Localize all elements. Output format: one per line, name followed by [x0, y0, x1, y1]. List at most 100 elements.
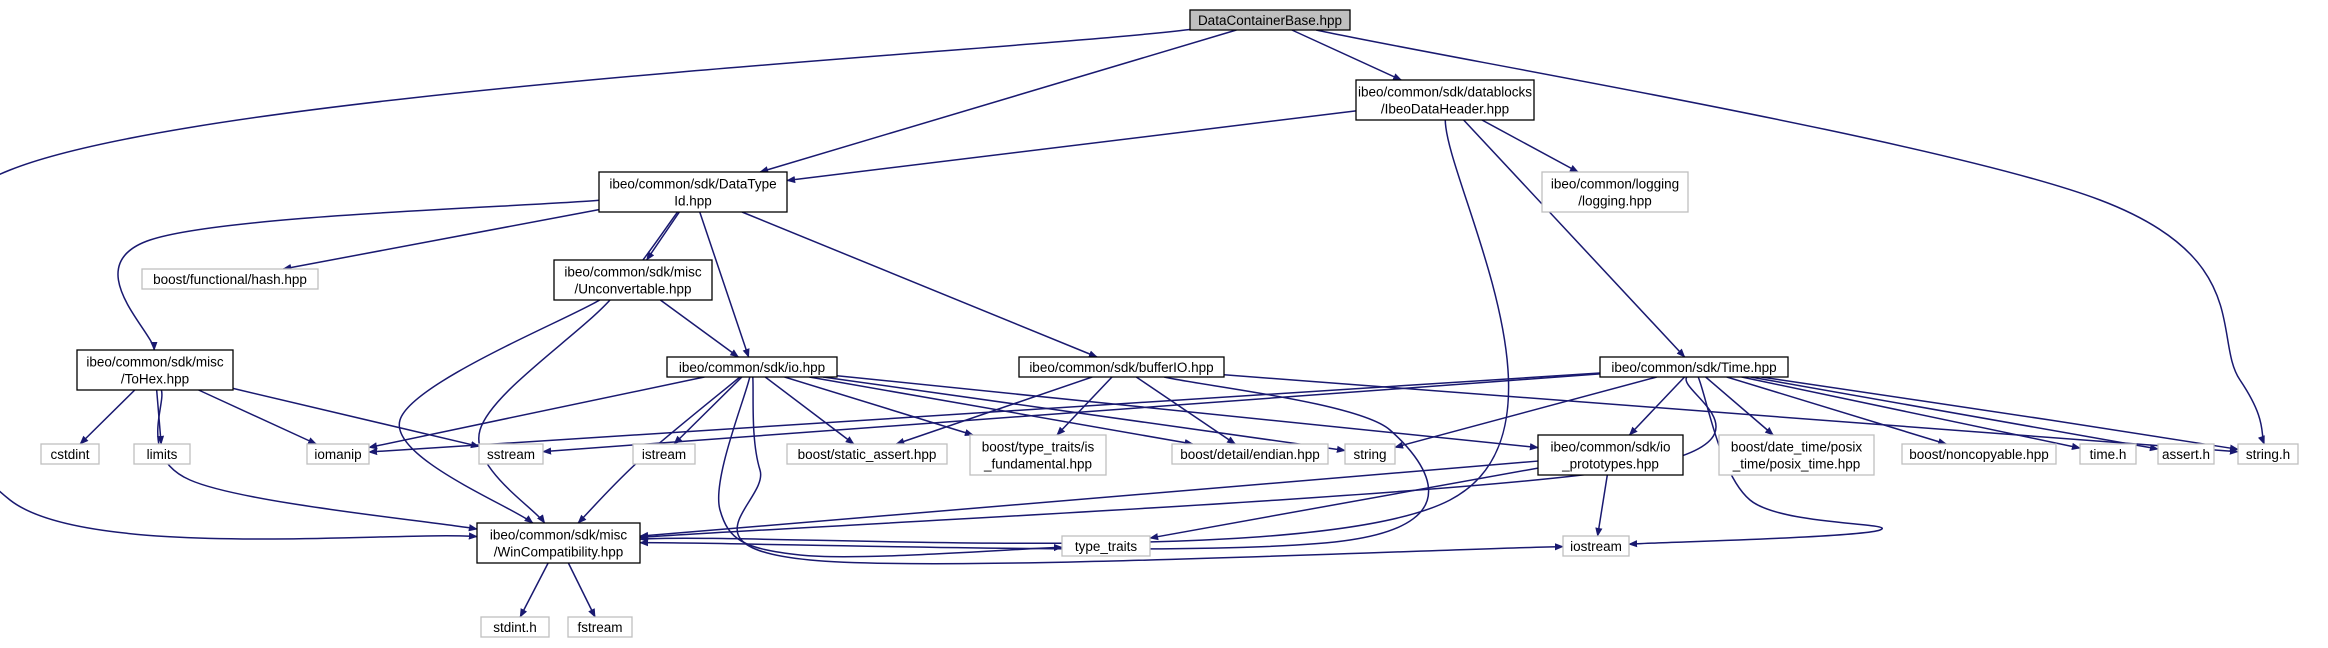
- edge-io-iomanip: [368, 376, 705, 450]
- node-label: boost/detail/endian.hpp: [1180, 447, 1320, 462]
- node-box: [598, 171, 788, 213]
- node-tt: type_traits: [1061, 535, 1151, 557]
- node-box: [1344, 443, 1396, 465]
- node-label: /WinCompatibility.hpp: [494, 545, 624, 560]
- node-label: _fundamental.hpp: [983, 457, 1092, 472]
- edge-time-timeh: [1741, 376, 2081, 450]
- node-box: [1189, 9, 1351, 31]
- node-bsa: boost/static_assert.hpp: [786, 443, 948, 465]
- node-box: [786, 443, 948, 465]
- node-box: [1171, 443, 1329, 465]
- edge-time-asserth: [1750, 376, 2159, 452]
- edge-time-sstream: [542, 373, 1601, 455]
- node-box: [2237, 443, 2299, 465]
- node-label: ibeo/common/sdk/misc: [564, 265, 702, 280]
- edge-tohex-wc: [156, 389, 478, 532]
- node-tohex[interactable]: ibeo/common/sdk/misc/ToHex.hpp: [76, 349, 234, 391]
- node-bufio[interactable]: ibeo/common/sdk/bufferIO.hpp: [1018, 356, 1225, 378]
- node-box: [306, 443, 370, 465]
- node-label: /logging.hpp: [1578, 194, 1652, 209]
- node-box: [553, 259, 713, 301]
- edge-idh-time: [1463, 119, 1686, 358]
- node-label: istream: [642, 447, 686, 462]
- node-timeh: time.h: [2079, 443, 2137, 465]
- node-bde: boost/detail/endian.hpp: [1171, 443, 1329, 465]
- edge-time-bnc: [1726, 376, 1948, 446]
- node-label: ibeo/common/sdk/datablocks: [1358, 85, 1532, 100]
- node-bnc: boost/noncopyable.hpp: [1901, 443, 2057, 465]
- node-box: [1537, 434, 1684, 476]
- node-label: iostream: [1570, 539, 1622, 554]
- node-label: limits: [147, 447, 178, 462]
- node-box: [40, 443, 100, 465]
- node-bfh: boost/functional/hash.hpp: [141, 268, 319, 290]
- node-box: [666, 356, 838, 378]
- node-box: [1562, 535, 1630, 557]
- node-box: [567, 616, 633, 638]
- edge-dcb-dti: [759, 29, 1237, 174]
- node-unc[interactable]: ibeo/common/sdk/misc/Unconvertable.hpp: [553, 259, 713, 301]
- node-time[interactable]: ibeo/common/sdk/Time.hpp: [1599, 356, 1789, 378]
- edge-unc-io: [659, 299, 740, 358]
- node-iomanip: iomanip: [306, 443, 370, 465]
- node-label: /Unconvertable.hpp: [574, 282, 691, 297]
- edge-time-wc: [639, 376, 1717, 541]
- edge-iop-iostream: [1595, 474, 1609, 537]
- node-label: ibeo/common/sdk/Time.hpp: [1611, 360, 1776, 375]
- edge-io-tt: [717, 376, 1063, 558]
- node-iostream: iostream: [1562, 535, 1630, 557]
- edge-io-bde: [809, 376, 1194, 447]
- node-label: _time/posix_time.hpp: [1732, 457, 1861, 472]
- node-box: [1061, 535, 1151, 557]
- edge-io-btt: [784, 376, 974, 437]
- edge-iop-tt: [1149, 467, 1539, 541]
- node-box: [632, 443, 696, 465]
- node-log: ibeo/common/logging/logging.hpp: [1541, 171, 1689, 213]
- edge-dti-bufio: [741, 211, 1098, 358]
- node-box: [2157, 443, 2215, 465]
- edge-io-istream: [673, 376, 743, 445]
- node-label: type_traits: [1075, 539, 1138, 554]
- node-fstream: fstream: [567, 616, 633, 638]
- node-label: stdint.h: [493, 620, 537, 635]
- node-iop[interactable]: ibeo/common/sdk/io_prototypes.hpp: [1537, 434, 1684, 476]
- node-btt: boost/type_traits/is_fundamental.hpp: [969, 434, 1107, 476]
- edge-dti-unc: [646, 211, 680, 261]
- edge-dti-wc: [478, 211, 679, 524]
- node-label: /ToHex.hpp: [121, 372, 189, 387]
- edge-idh-wc: [639, 119, 1510, 545]
- node-box: [1599, 356, 1789, 378]
- edge-time-stringh: [1761, 376, 2239, 452]
- node-box: [133, 443, 191, 465]
- edge-unc-wc: [398, 299, 601, 524]
- edge-tohex-sstream: [232, 387, 480, 449]
- node-idh[interactable]: ibeo/common/sdk/datablocks/IbeoDataHeade…: [1355, 79, 1535, 121]
- node-label: ibeo/common/sdk/misc: [490, 528, 628, 543]
- node-label: ibeo/common/sdk/io.hpp: [679, 360, 825, 375]
- edge-iop-wc: [639, 460, 1539, 540]
- node-stdinth: stdint.h: [480, 616, 550, 638]
- node-wc[interactable]: ibeo/common/sdk/misc/WinCompatibility.hp…: [476, 522, 641, 564]
- edge-idh-log: [1481, 119, 1579, 173]
- edge-io-bsa: [764, 376, 855, 445]
- edge-bufio-bde: [1135, 376, 1236, 445]
- node-label: ibeo/common/logging: [1551, 177, 1679, 192]
- node-box: [1018, 356, 1225, 378]
- edge-wc-stdinth: [519, 562, 549, 618]
- node-box: [141, 268, 319, 290]
- edge-tohex-cstdint: [79, 389, 136, 445]
- node-label: /IbeoDataHeader.hpp: [1381, 102, 1509, 117]
- node-cstdint: cstdint: [40, 443, 100, 465]
- node-io[interactable]: ibeo/common/sdk/io.hpp: [666, 356, 838, 378]
- node-label: boost/static_assert.hpp: [798, 447, 937, 462]
- node-string: string: [1344, 443, 1396, 465]
- edge-time-string: [1394, 376, 1657, 449]
- edge-bufio-stringh: [1223, 374, 2239, 455]
- edge-wc-fstream: [567, 562, 596, 618]
- node-asserth: assert.h: [2157, 443, 2215, 465]
- node-label: boost/noncopyable.hpp: [1909, 447, 2049, 462]
- node-label: cstdint: [50, 447, 89, 462]
- node-dcb[interactable]: DataContainerBase.hpp: [1189, 9, 1351, 31]
